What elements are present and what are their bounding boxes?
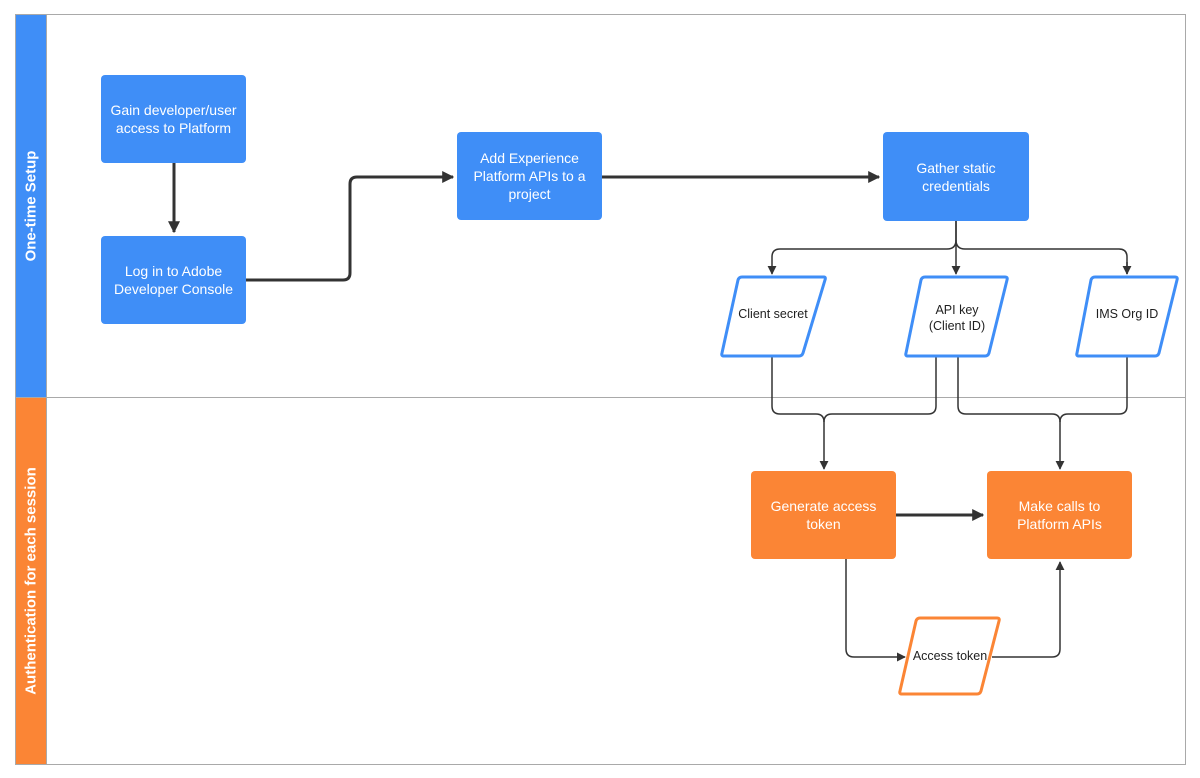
step-gain-access-label: Gain developer/user access to Platform xyxy=(110,102,237,136)
data-client-secret-label: Client secret xyxy=(738,307,808,321)
data-client-secret[interactable]: Client secret xyxy=(728,300,818,328)
lane-header-edge xyxy=(46,15,47,764)
data-access-token[interactable]: Access token xyxy=(912,638,988,674)
connector-api-key-to-generate xyxy=(823,356,937,423)
shape-api-key xyxy=(904,275,1009,358)
data-ims-org-id[interactable]: IMS Org ID xyxy=(1084,300,1170,328)
step-gather-credentials-label: Gather static credentials xyxy=(916,159,996,194)
connector-login-to-add-apis xyxy=(246,171,455,282)
connector-access-token-to-make-calls xyxy=(992,561,1065,658)
step-gather-credentials[interactable]: Gather static credentials xyxy=(883,132,1029,221)
connector-gather-to-client-secret xyxy=(767,221,957,275)
connector-ims-to-make-calls xyxy=(1059,356,1128,423)
step-make-calls-label: Make calls to Platform APIs xyxy=(1017,498,1102,532)
data-access-token-label: Access token xyxy=(912,649,988,663)
connector-gather-to-ims-org xyxy=(955,239,1128,274)
connector-generate-to-access-token xyxy=(845,559,906,662)
step-gain-access[interactable]: Gain developer/user access to Platform xyxy=(101,75,246,163)
shape-client-secret xyxy=(720,275,827,358)
connector-api-key-to-make-calls xyxy=(957,356,1065,470)
shape-ims-org-id xyxy=(1075,275,1179,358)
shape-access-token xyxy=(898,616,1001,696)
step-generate-token[interactable]: Generate access token xyxy=(751,471,896,559)
step-log-in-label: Log in to Adobe Developer Console xyxy=(113,263,234,297)
step-add-apis[interactable]: Add Experience Platform APIs to a projec… xyxy=(457,132,602,220)
step-add-apis-label: Add Experience Platform APIs to a projec… xyxy=(473,150,586,202)
lane-header-authentication-session: Authentication for each session xyxy=(16,398,46,764)
data-ims-org-id-label: IMS Org ID xyxy=(1095,307,1159,321)
connector-client-secret-to-generate xyxy=(771,356,829,470)
step-generate-token-label: Generate access token xyxy=(770,498,877,532)
step-make-calls[interactable]: Make calls to Platform APIs xyxy=(987,471,1132,559)
lane-header-one-time-setup: One-time Setup xyxy=(16,15,46,397)
step-log-in[interactable]: Log in to Adobe Developer Console xyxy=(101,236,246,324)
data-api-key-label: API key (Client ID) xyxy=(928,303,986,333)
lane-divider xyxy=(15,397,1186,398)
data-api-key[interactable]: API key (Client ID) xyxy=(916,300,998,336)
